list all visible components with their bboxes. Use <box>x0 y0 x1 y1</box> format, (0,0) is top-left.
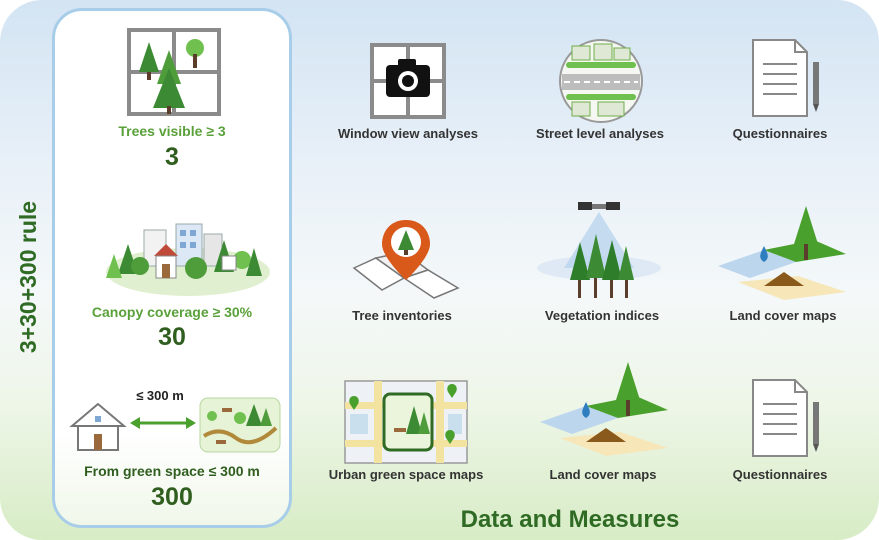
section-title: Data and Measures <box>460 506 680 533</box>
camera-window-icon <box>370 43 446 119</box>
measure-label-land-cover-1: Land cover maps <box>729 308 837 323</box>
measure-label-tree-inventories: Tree inventories <box>352 308 452 323</box>
tree-inventory-pin-icon <box>352 220 460 299</box>
measure-label-vegetation-indices: Vegetation indices <box>544 308 660 323</box>
town-canopy-icon <box>106 223 270 296</box>
rule-30-caption: Canopy coverage ≥ 30% <box>91 304 253 320</box>
rule-3-value: 3 <box>165 143 179 171</box>
window-trees-icon <box>127 28 221 116</box>
rule-30-value: 30 <box>158 323 186 351</box>
land-cover-layers-icon <box>718 206 846 300</box>
questionnaire-icon <box>752 39 819 117</box>
street-view-icon <box>559 39 643 123</box>
measure-label-window-view: Window view analyses <box>337 126 479 141</box>
land-cover-layers-icon <box>540 362 668 456</box>
rule-300-caption: From green space ≤ 300 m <box>84 463 260 479</box>
park-icon <box>199 397 281 453</box>
distance-label: ≤ 300 m <box>136 388 184 403</box>
measure-label-questionnaires-2: Questionnaires <box>732 467 828 482</box>
measure-label-questionnaires: Questionnaires <box>732 126 828 141</box>
questionnaire-icon <box>752 379 819 457</box>
measure-label-street-level: Street level analyses <box>536 126 664 141</box>
measure-label-land-cover-2: Land cover maps <box>549 467 657 482</box>
rule-vertical-title: 3+30+300 rule <box>15 200 41 354</box>
measure-label-urban-green-space: Urban green space maps <box>328 467 484 482</box>
satellite-vegetation-icon <box>537 202 661 298</box>
distance-arrow-icon <box>130 417 196 429</box>
rule-300-value: 300 <box>151 483 193 511</box>
green-space-map-icon <box>344 380 468 464</box>
house-icon <box>69 402 127 451</box>
rule-3-caption: Trees visible ≥ 3 <box>118 123 226 139</box>
